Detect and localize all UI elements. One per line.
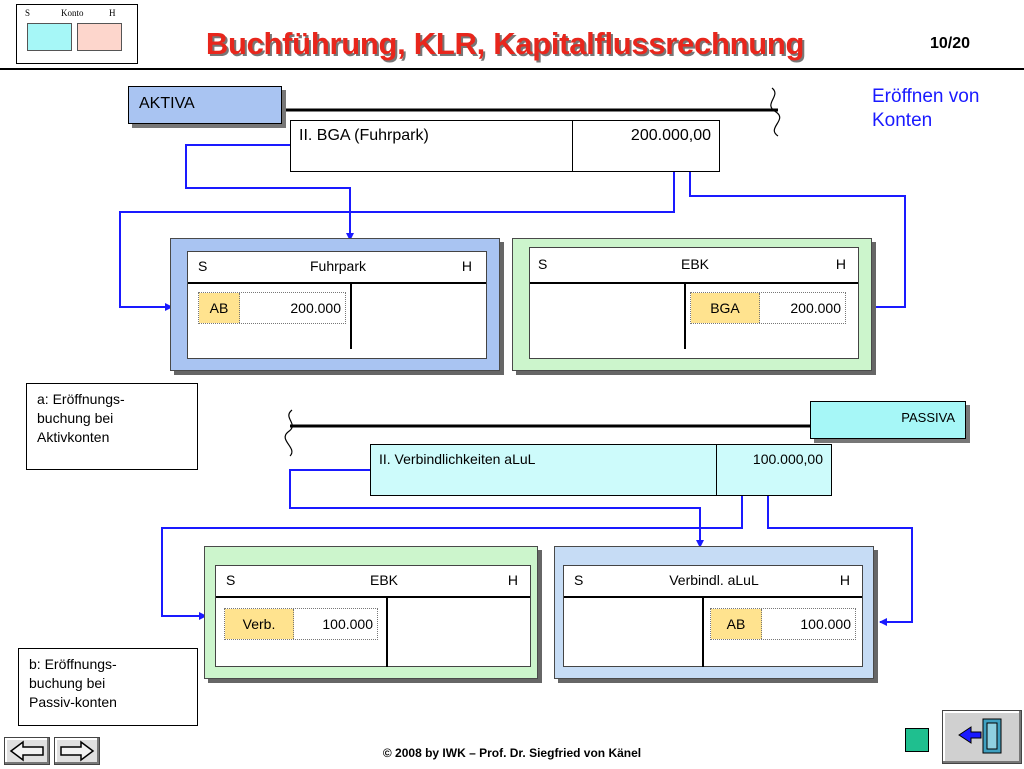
ebk-passiv-soll-label: S (226, 572, 236, 588)
page-number: 10/20 (930, 35, 971, 52)
wire-verb-to-ebk-soll (161, 486, 743, 620)
fuhrpark-account-name: Fuhrpark (309, 258, 367, 274)
fuhrpark-entry-label: AB (199, 293, 240, 323)
ebk-aktiv-entry-label: BGA (691, 293, 760, 323)
logo-konto: Konto (61, 8, 84, 18)
wire-bga-to-fuhrpark-header (185, 144, 354, 241)
ebk-passiv-t-vertical (386, 597, 388, 667)
wire-verb-to-ebk-header (289, 469, 704, 548)
verbindl-entry-value: 100.000 (800, 616, 851, 632)
fuhrpark-t-vertical (350, 283, 352, 349)
right-arrow-icon (60, 740, 95, 762)
ebk-aktiv-t-vertical (684, 283, 686, 349)
passiva-label: PASSIVA (901, 410, 955, 425)
ebk-passiv-account-name: EBK (369, 572, 398, 588)
ebk-aktiv-haben-label: H (835, 256, 846, 272)
ebk-aktiv-account-name: EBK (680, 256, 709, 272)
wire-verb-to-verbindl-ab (767, 486, 913, 626)
bga-position-label: II. BGA (Fuhrpark) (291, 121, 573, 171)
ebk-aktiv-entry-value: 200.000 (790, 300, 841, 316)
verbindl-account: S Verbindl. aLuL H AB 100.000 (554, 546, 874, 679)
ebk-passiv-entry-label: Verb. (225, 609, 294, 639)
verb-balance-position: II. Verbindlichkeiten aLuL 100.000,00 (370, 444, 832, 496)
note-passivkonten: b: Eröffnungs- buchung bei Passiv-konten (18, 648, 198, 726)
verbindl-soll-label: S (574, 572, 584, 588)
side-heading-line2: Konten (872, 110, 933, 131)
ebk-passiv-account: S EBK H Verb. 100.000 (204, 546, 538, 679)
wire-bga-to-ebk-haben (689, 162, 906, 311)
ebk-aktiv-entry-bga: BGA 200.000 (690, 292, 846, 324)
bga-position-value: 200.000,00 (630, 127, 711, 144)
page-title: Buchführung, KLR, Kapitalflussrechnung (205, 26, 805, 61)
copyright-footer: © 2008 by IWK – Prof. Dr. Siegfried von … (382, 746, 642, 760)
logo-s: S (25, 8, 31, 18)
bga-balance-position: II. BGA (Fuhrpark) 200.000,00 (290, 120, 720, 172)
verbindl-account-name: Verbindl. aLuL (669, 572, 759, 588)
back-button[interactable] (4, 737, 50, 765)
note-b-line2: buchung bei (29, 675, 106, 691)
note-b-line3: Passiv-konten (29, 694, 117, 710)
verbindl-t-vertical (702, 597, 704, 667)
left-arrow-icon (9, 740, 44, 762)
ebk-passiv-haben-label: H (507, 572, 518, 588)
fuhrpark-haben-label: H (461, 258, 472, 274)
verb-position-label: II. Verbindlichkeiten aLuL (371, 445, 717, 495)
home-square-button[interactable] (905, 728, 929, 752)
exit-door-icon (958, 718, 1002, 754)
t-account-logo: S Konto H (16, 4, 138, 64)
passiva-label-box: PASSIVA (810, 401, 966, 439)
note-aktivkonten: a: Eröffnungs- buchung bei Aktivkonten (26, 383, 198, 470)
note-a-line2: buchung bei (37, 410, 114, 426)
ebk-passiv-entry-value: 100.000 (322, 616, 373, 632)
fuhrpark-entry-ab: AB 200.000 (198, 292, 346, 324)
note-b-line1: b: Eröffnungs- (29, 656, 117, 672)
aktiva-break-mark (770, 87, 781, 137)
logo-haben-box (77, 23, 122, 51)
side-heading: Eröffnen von Konten (872, 85, 979, 133)
fuhrpark-soll-label: S (198, 258, 208, 274)
wire-bga-to-fuhrpark-ab (119, 162, 675, 311)
exit-button[interactable] (942, 710, 1022, 764)
verbindl-t-horizontal (564, 596, 862, 598)
logo-h: H (109, 8, 116, 18)
fuhrpark-t-horizontal (188, 282, 486, 284)
ebk-aktiv-soll-label: S (538, 256, 548, 272)
side-heading-line1: Eröffnen von (872, 86, 980, 107)
verb-position-value: 100.000,00 (752, 451, 823, 467)
forward-button[interactable] (54, 737, 100, 765)
note-a-line3: Aktivkonten (37, 429, 110, 445)
aktiva-label: AKTIVA (139, 95, 195, 112)
aktiva-label-box: AKTIVA (128, 86, 282, 124)
verbindl-entry-label: AB (711, 609, 762, 639)
ebk-aktiv-account: S EBK H BGA 200.000 (512, 238, 872, 371)
fuhrpark-account: S Fuhrpark H AB 200.000 (170, 238, 500, 371)
ebk-aktiv-t-horizontal (530, 282, 858, 284)
verbindl-haben-label: H (839, 572, 850, 588)
passiva-break-mark (284, 409, 293, 457)
ebk-passiv-entry-verb: Verb. 100.000 (224, 608, 378, 640)
verbindl-entry-ab: AB 100.000 (710, 608, 856, 640)
note-a-line1: a: Eröffnungs- (37, 391, 125, 407)
header-divider (0, 68, 1024, 70)
ebk-passiv-t-horizontal (216, 596, 530, 598)
logo-soll-box (27, 23, 72, 51)
fuhrpark-entry-value: 200.000 (290, 300, 341, 316)
